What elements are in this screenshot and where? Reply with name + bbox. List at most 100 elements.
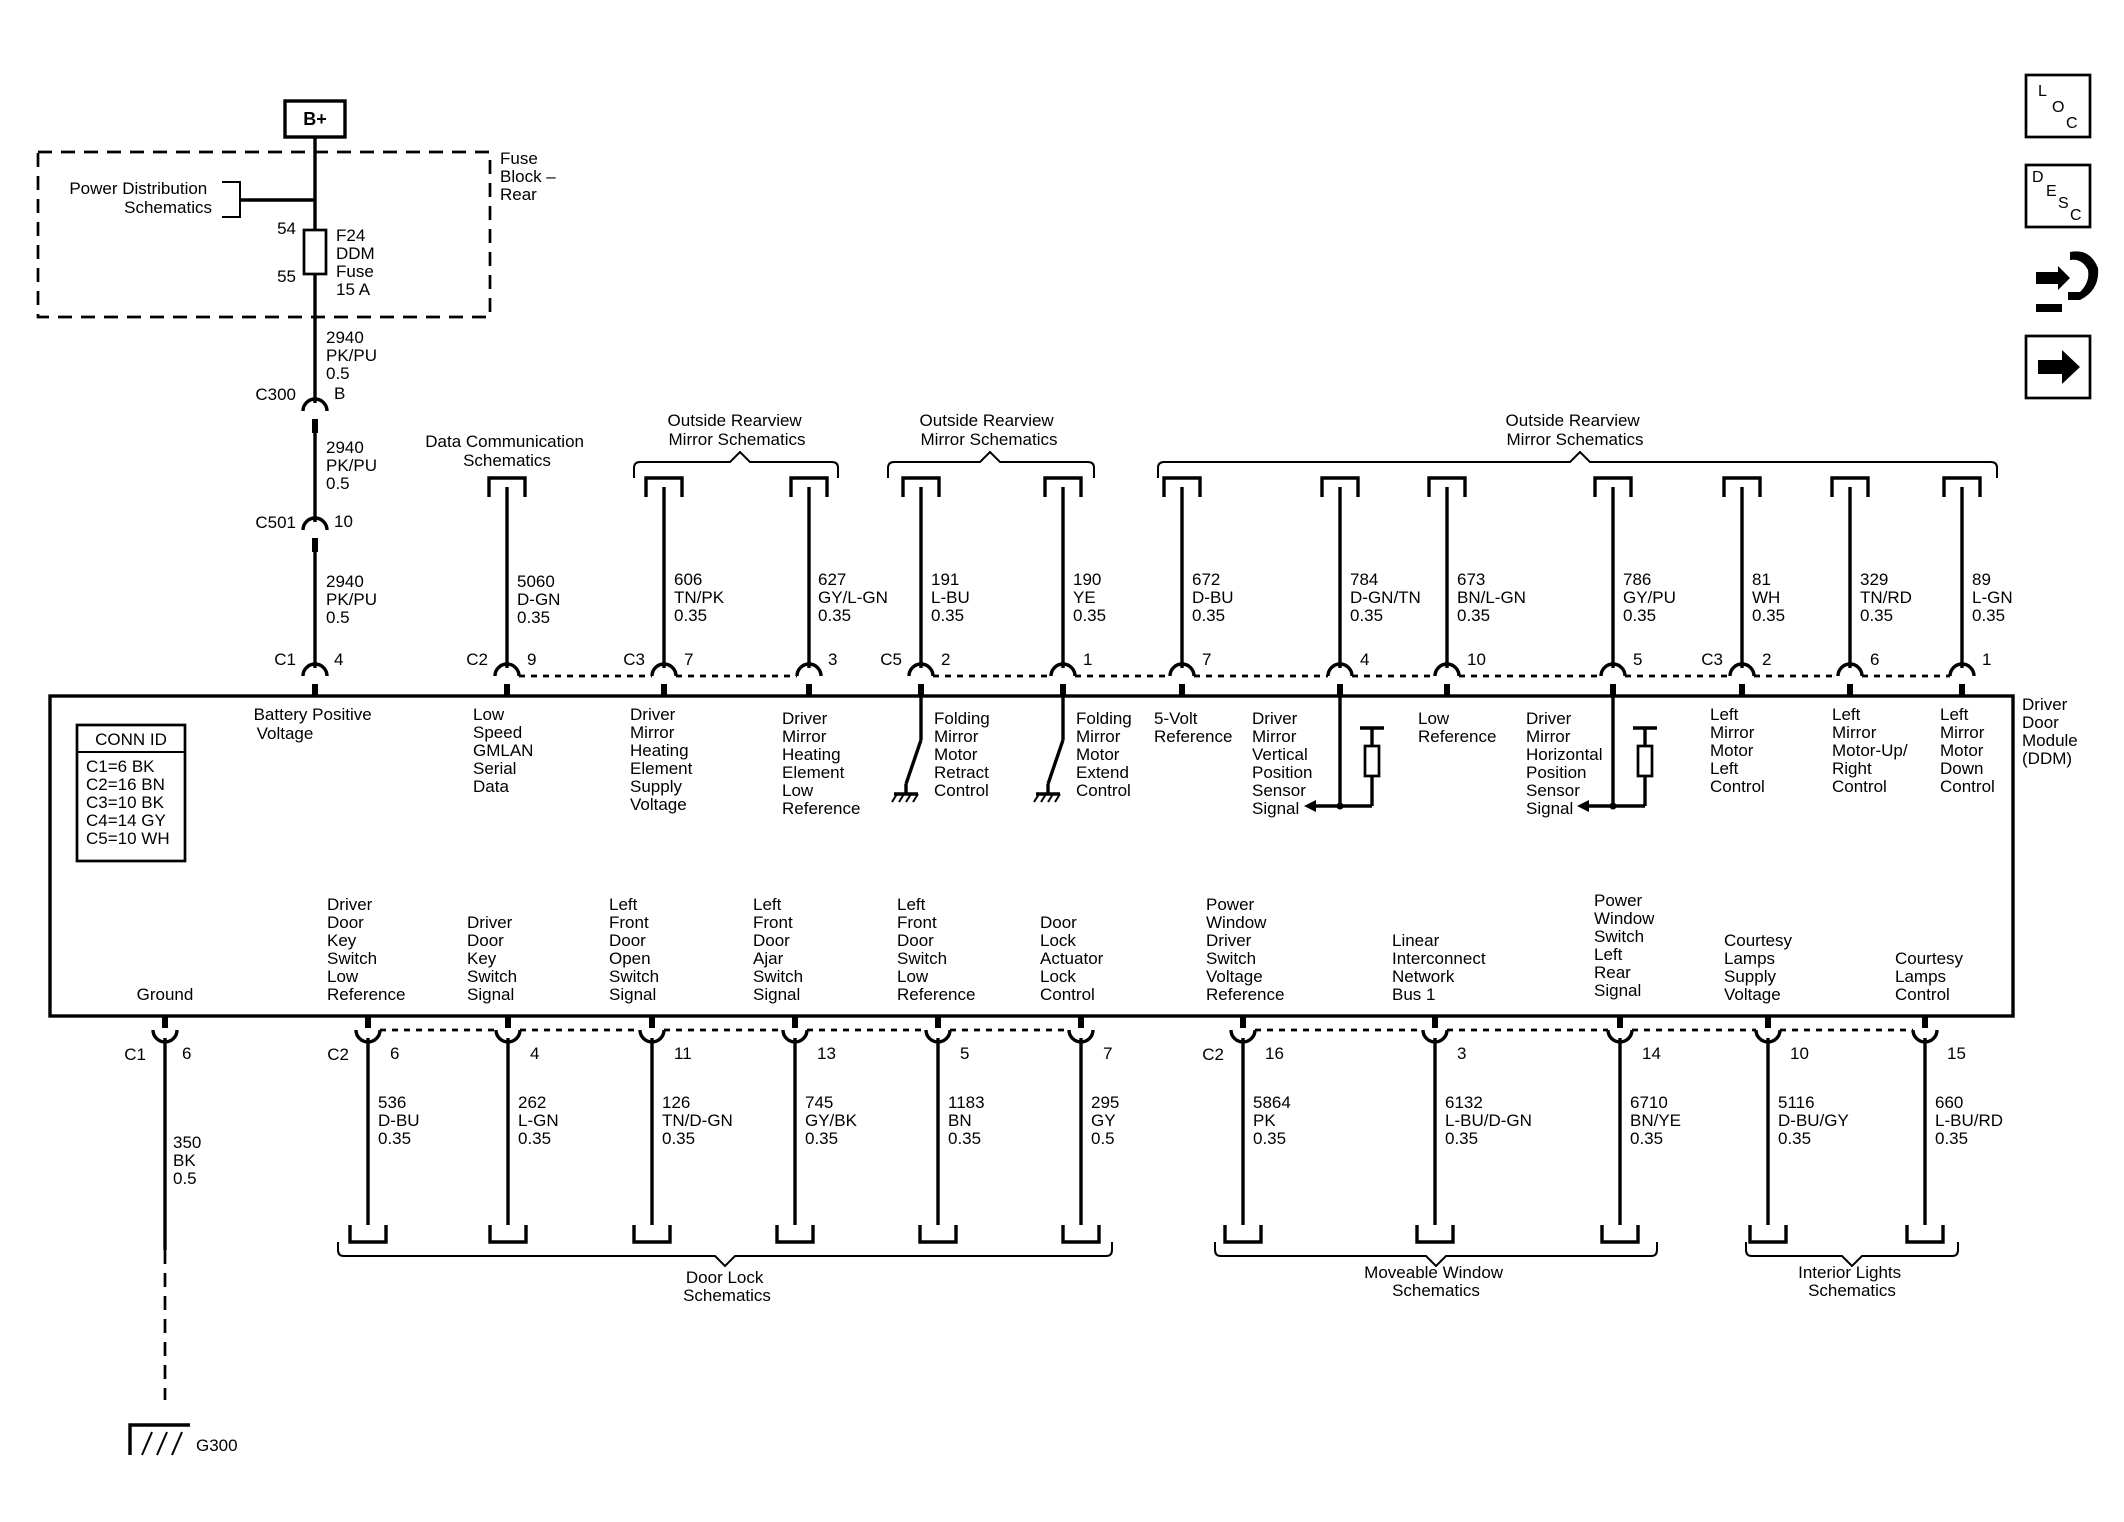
svg-text:C3: C3 bbox=[623, 650, 645, 669]
svg-text:2: 2 bbox=[941, 650, 950, 669]
wire-label-627: 627 GY/L-GN 0.35 bbox=[818, 570, 893, 625]
top-harness-sockets bbox=[487, 476, 1982, 497]
svg-text:6: 6 bbox=[1870, 650, 1879, 669]
wire-label-606: 606 TN/PK 0.35 bbox=[674, 570, 729, 625]
svg-text:7: 7 bbox=[1103, 1044, 1112, 1063]
wire-label-262: 262 L-GN 0.35 bbox=[518, 1093, 563, 1148]
svg-text:9: 9 bbox=[527, 650, 536, 669]
func-battery-positive: Battery Positive Voltage bbox=[254, 705, 377, 743]
wire-label-350: 350 BK 0.5 bbox=[173, 1133, 206, 1188]
func-courtesy-control: Courtesy Lamps Control bbox=[1895, 949, 1968, 1004]
svg-text:C1: C1 bbox=[274, 650, 296, 669]
func-mirror-left: Left Mirror Motor Left Control bbox=[1710, 705, 1765, 796]
func-ground: Ground bbox=[137, 985, 194, 1004]
svg-text:C2: C2 bbox=[1202, 1045, 1224, 1064]
svg-text:1: 1 bbox=[1982, 650, 1991, 669]
func-window-voltage-ref: Power Window Driver Switch Voltage Refer… bbox=[1206, 895, 1284, 1004]
top-connector-terminals bbox=[301, 662, 1976, 696]
mirror-reference-c: Outside Rearview Mirror Schematics bbox=[1506, 411, 1645, 449]
c501-connector-pin bbox=[312, 538, 318, 552]
func-ajar-switch: Left Front Door Ajar Switch Signal bbox=[753, 895, 808, 1004]
top-connector-labels: C1 4 C2 9 C3 7 3 C5 2 1 7 4 10 5 C3 2 6 … bbox=[274, 650, 1991, 669]
func-key-signal: Driver Door Key Switch Signal bbox=[467, 913, 522, 1004]
svg-text:C5: C5 bbox=[880, 650, 902, 669]
wire-label-190: 190 YE 0.35 bbox=[1073, 570, 1106, 625]
wire-label-1183: 1183 BN 0.35 bbox=[948, 1093, 989, 1148]
conn-id-title: CONN ID bbox=[95, 730, 167, 749]
wire-label-5116: 5116 D-BU/GY 0.35 bbox=[1778, 1093, 1853, 1148]
func-fold-extend: Folding Mirror Motor Extend Control bbox=[1076, 709, 1137, 800]
c501-pin: 10 bbox=[334, 512, 353, 531]
wire-label-81: 81 WH 0.35 bbox=[1752, 570, 1785, 625]
func-lock-control: Door Lock Actuator Lock Control bbox=[1040, 913, 1108, 1004]
svg-text:D: D bbox=[2032, 169, 2044, 186]
bottom-connector-labels: C1 6 C2 6 4 11 13 5 7 C2 16 3 14 10 15 bbox=[124, 1044, 1966, 1064]
svg-text:L: L bbox=[2038, 83, 2047, 100]
svg-text:7: 7 bbox=[684, 650, 693, 669]
c300-pin: B bbox=[334, 384, 345, 403]
svg-text:3: 3 bbox=[1457, 1044, 1466, 1063]
bottom-reference-braces bbox=[337, 1242, 1959, 1268]
svg-text:C2: C2 bbox=[327, 1045, 349, 1064]
description-nav-button[interactable] bbox=[2024, 163, 2092, 229]
mirror-position-sensors bbox=[1304, 696, 1657, 812]
svg-text:4: 4 bbox=[334, 650, 343, 669]
wire-label-126: 126 TN/D-GN 0.35 bbox=[662, 1093, 738, 1148]
svg-text:S: S bbox=[2058, 195, 2069, 212]
svg-text:O: O bbox=[2052, 99, 2064, 116]
svg-text:6: 6 bbox=[390, 1044, 399, 1063]
wire-label-295: 295 GY 0.5 bbox=[1091, 1093, 1124, 1148]
c300-connector-pin bbox=[312, 419, 318, 433]
svg-text:C: C bbox=[2070, 207, 2082, 224]
func-vertical-sensor: Driver Mirror Vertical Position Sensor S… bbox=[1252, 709, 1317, 818]
wire-label-784: 784 D-GN/TN 0.35 bbox=[1350, 570, 1426, 625]
window-reference: Moveable Window Schematics bbox=[1364, 1263, 1508, 1300]
func-mirror-down: Left Mirror Motor Down Control bbox=[1940, 705, 1995, 796]
wire-label-536: 536 D-BU 0.35 bbox=[378, 1093, 424, 1148]
func-left-rear-signal: Power Window Switch Left Rear Signal bbox=[1594, 891, 1659, 1000]
func-open-switch: Left Front Door Open Switch Signal bbox=[609, 895, 664, 1004]
bottom-wires bbox=[163, 1038, 1927, 1250]
svg-text:C: C bbox=[2066, 115, 2078, 132]
wire-label-5864: 5864 PK 0.35 bbox=[1253, 1093, 1296, 1148]
conn-id-box bbox=[75, 723, 187, 863]
wire-label-745: 745 GY/BK 0.35 bbox=[805, 1093, 862, 1148]
svg-text:4: 4 bbox=[530, 1044, 539, 1063]
ground-label: G300 bbox=[196, 1436, 238, 1455]
bottom-harness-sockets bbox=[348, 1225, 1945, 1244]
fuse-block-title: Fuse Block – Rear bbox=[500, 149, 560, 204]
fuse-label: F24 DDM Fuse 15 A bbox=[336, 226, 379, 299]
location-nav-button[interactable] bbox=[2024, 73, 2092, 139]
wire-label-786: 786 GY/PU 0.35 bbox=[1623, 570, 1681, 625]
fuse-f24 bbox=[302, 228, 328, 276]
svg-text:6: 6 bbox=[182, 1044, 191, 1063]
svg-text:5: 5 bbox=[960, 1044, 969, 1063]
c501-label: C501 bbox=[255, 513, 296, 532]
interior-lights-reference: Interior Lights Schematics bbox=[1798, 1263, 1906, 1300]
connector-view-icon[interactable] bbox=[2036, 251, 2099, 312]
next-page-button[interactable] bbox=[2024, 334, 2092, 400]
wire-label-191: 191 L-BU 0.35 bbox=[931, 570, 974, 625]
svg-text:4: 4 bbox=[1360, 650, 1369, 669]
wire-label-6132: 6132 L-BU/D-GN 0.35 bbox=[1445, 1093, 1537, 1148]
svg-text:10: 10 bbox=[1790, 1044, 1809, 1063]
c300-connector-top bbox=[301, 397, 329, 412]
svg-text:14: 14 bbox=[1642, 1044, 1661, 1063]
svg-text:5: 5 bbox=[1633, 650, 1642, 669]
wire-label-89: 89 L-GN 0.35 bbox=[1972, 570, 2017, 625]
c300-label: C300 bbox=[255, 385, 296, 404]
svg-text:1: 1 bbox=[1083, 650, 1092, 669]
data-communication-reference: Data Communication Schematics bbox=[425, 432, 588, 470]
svg-text:13: 13 bbox=[817, 1044, 836, 1063]
power-distribution-reference: Power Distribution Schematics bbox=[69, 179, 212, 217]
func-mirror-up-right: Left Mirror Motor-Up/ Right Control bbox=[1832, 705, 1912, 796]
func-5v-reference: 5-Volt Reference bbox=[1154, 709, 1232, 746]
mirror-reference-b: Outside Rearview Mirror Schematics bbox=[920, 411, 1059, 449]
func-low-reference: Low Reference bbox=[1418, 709, 1496, 746]
conn-id-list: C1=6 BK C2=16 BN C3=10 BK C4=14 GY C5=10… bbox=[86, 757, 170, 848]
svg-text:C2: C2 bbox=[466, 650, 488, 669]
svg-text:C1: C1 bbox=[124, 1045, 146, 1064]
svg-text:E: E bbox=[2046, 183, 2057, 200]
func-door-switch-low-ref: Left Front Door Switch Low Reference bbox=[897, 895, 975, 1004]
ground-g300-symbol bbox=[128, 1250, 190, 1456]
